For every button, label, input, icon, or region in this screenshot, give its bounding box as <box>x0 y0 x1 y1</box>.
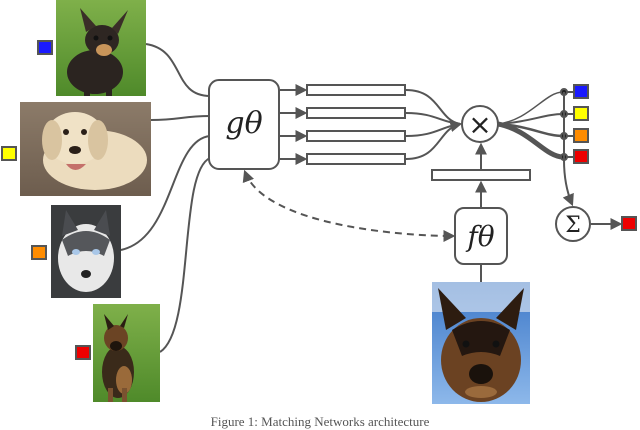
similarity-outputs <box>560 88 573 161</box>
connection-1 <box>145 43 211 97</box>
connection-4 <box>159 157 211 353</box>
product-symbol: × <box>468 108 491 141</box>
figure-caption: Figure 1: Matching Networks architecture <box>210 414 430 429</box>
embedding-bar-2 <box>306 107 406 119</box>
shared-weights-dashed-arrow <box>242 169 456 242</box>
predicted-label-swatch-red <box>621 216 637 231</box>
label-swatch-orange <box>31 245 47 260</box>
embedding-bar-3 <box>306 130 406 142</box>
query-embedding-bar <box>431 169 531 181</box>
g-theta-box <box>208 79 280 170</box>
support-image-chihuahua <box>56 0 146 96</box>
label-swatch-yellow <box>1 146 17 161</box>
sum-node <box>555 206 591 242</box>
embedding-product-link-4 <box>405 120 463 160</box>
g-to-embedding-arrows <box>280 84 308 165</box>
label-swatch-blue <box>37 40 53 55</box>
support-image-husky <box>51 205 121 298</box>
embedding-to-product-connections <box>405 89 463 160</box>
query-image-german-shepherd <box>432 282 530 404</box>
product-to-output-connections <box>497 91 564 160</box>
output-swatch-red <box>573 149 589 164</box>
embedding-product-link-3 <box>405 123 461 137</box>
sum-symbol: Σ <box>565 213 581 238</box>
embedding-product-link-1 <box>405 89 461 125</box>
outputs-to-sum-arrow <box>562 92 574 207</box>
connection-2 <box>150 115 211 121</box>
output-link-4 <box>497 121 564 160</box>
output-link-2 <box>497 113 564 125</box>
support-embeddings <box>306 84 406 165</box>
output-swatch-yellow <box>573 106 589 121</box>
support-image-labrador <box>20 102 151 196</box>
embedding-product-link-2 <box>405 112 461 125</box>
connection-3 <box>120 135 211 251</box>
output-swatch-blue <box>573 84 589 99</box>
support-image-german-shepherd <box>93 304 160 402</box>
g-theta-label: gθ <box>225 106 262 141</box>
support-connections <box>120 43 211 353</box>
output-swatch-orange <box>573 128 589 143</box>
output-link-1 <box>497 91 564 125</box>
embedding-bar-1 <box>306 84 406 96</box>
embedding-bar-4 <box>306 153 406 165</box>
label-swatch-red <box>75 345 91 360</box>
f-theta-label: fθ <box>465 220 494 253</box>
